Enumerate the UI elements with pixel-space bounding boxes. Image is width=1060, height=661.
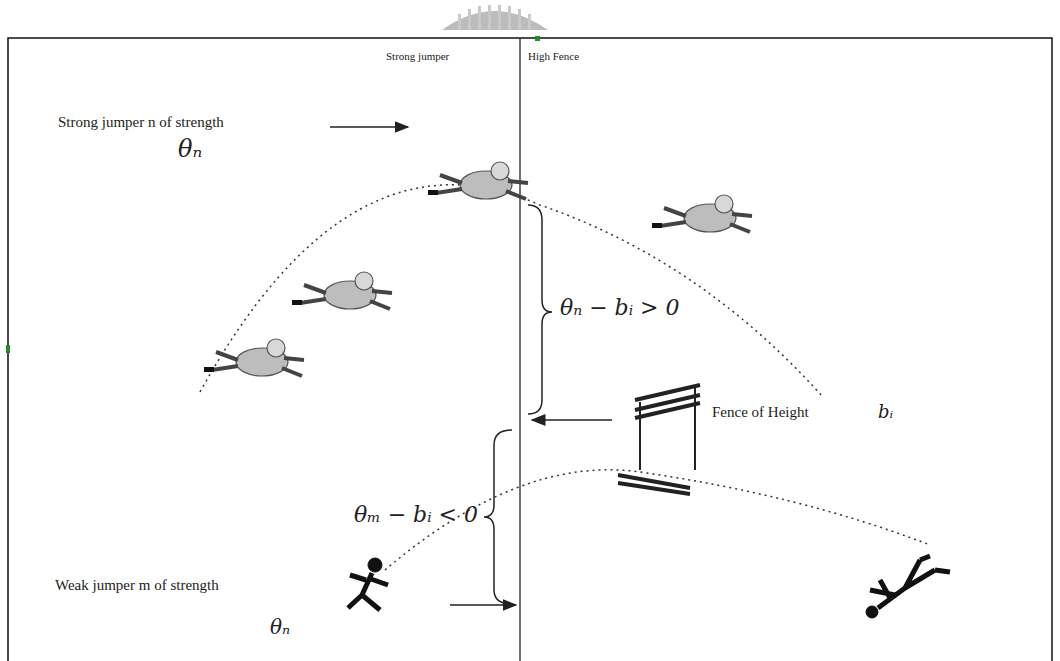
difference-label: θₘ − bᵢ < 0	[354, 503, 478, 527]
jumper-figure	[292, 272, 392, 309]
brace	[528, 205, 552, 414]
trajectory	[200, 185, 822, 396]
jumper-figure	[204, 339, 304, 376]
frame	[8, 38, 1052, 661]
jumper-label: Strong jumper n of strength	[58, 114, 224, 131]
difference-label: θₙ − bᵢ > 0	[560, 296, 680, 320]
height-symbol: bᵢ	[878, 402, 893, 422]
divider-line	[519, 38, 520, 661]
jumper-label: Weak jumper m of strength	[55, 577, 219, 594]
pointer-arrow	[532, 419, 612, 421]
jumper-figure	[652, 195, 752, 232]
strength-symbol: θₙ	[270, 616, 290, 638]
column-heading: High Fence	[528, 50, 579, 62]
pointer-arrow	[450, 604, 516, 606]
weak-jumper-figure	[348, 558, 388, 610]
fence-symbol	[618, 385, 700, 494]
fence-label: Fence of Height	[712, 404, 809, 421]
column-heading: Strong jumper	[386, 50, 449, 62]
pointer-arrow	[330, 126, 408, 128]
jumper-figure	[428, 162, 528, 199]
watermark-logo	[442, 5, 548, 30]
brace	[484, 430, 512, 604]
strength-symbol: θₙ	[178, 136, 202, 162]
falling-figure	[866, 556, 950, 618]
